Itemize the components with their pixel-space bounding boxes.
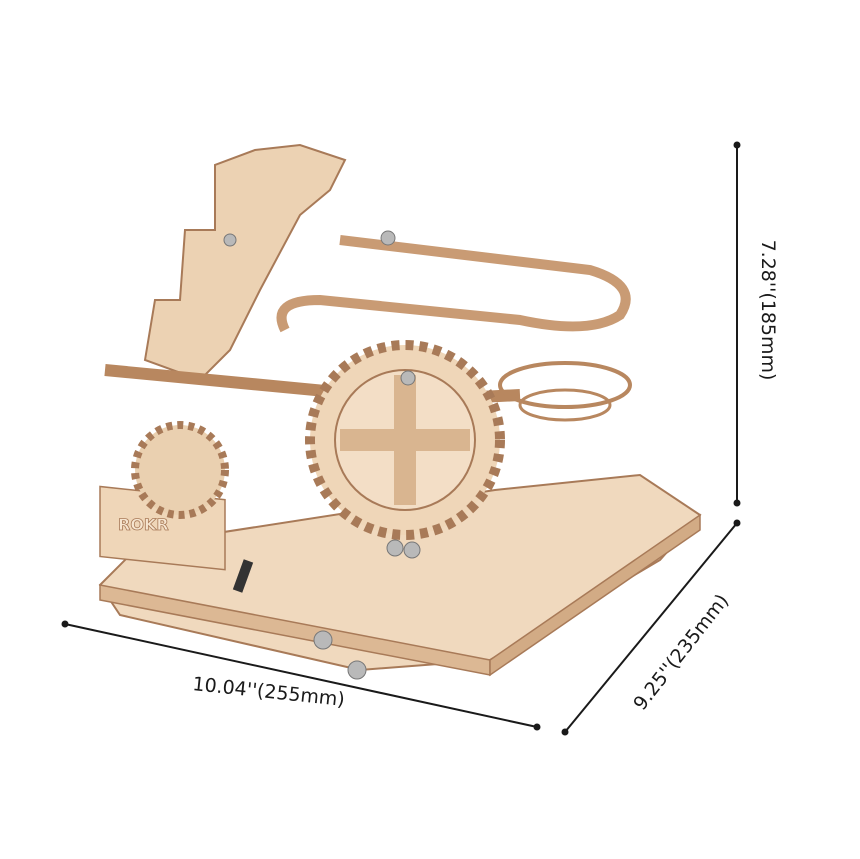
depth-endpoint: [733, 519, 741, 527]
gear-cross-spokes: [340, 375, 470, 505]
steel-ball: [313, 630, 333, 650]
width-line: [64, 623, 538, 728]
spiral-funnel-inner: [518, 388, 612, 422]
steel-ball: [380, 230, 396, 246]
steel-ball: [223, 233, 237, 247]
steel-ball: [403, 541, 421, 559]
height-label: 7.28''(185mm): [757, 240, 779, 381]
steel-ball: [386, 539, 404, 557]
spiral-funnel: [498, 361, 632, 409]
small-gear: [131, 421, 229, 519]
depth-label: 9.25''(235mm): [629, 590, 733, 715]
base-side-edge: [489, 513, 701, 677]
steel-ball: [347, 660, 367, 680]
steel-ball: [400, 370, 416, 386]
staircase-tower: [143, 143, 347, 382]
crank-handle: [232, 559, 254, 593]
logo-text: ROKR: [118, 515, 169, 534]
height-endpoint: [733, 499, 741, 507]
width-label: 10.04''(255mm): [191, 673, 345, 711]
width-endpoint: [533, 723, 541, 731]
width-endpoint: [61, 620, 69, 628]
depth-endpoint: [561, 728, 569, 736]
height-endpoint: [733, 141, 741, 149]
depth-line: [564, 522, 738, 733]
height-dimension: 7.28''(185mm): [733, 141, 779, 507]
upper-track-loop: [276, 235, 631, 333]
